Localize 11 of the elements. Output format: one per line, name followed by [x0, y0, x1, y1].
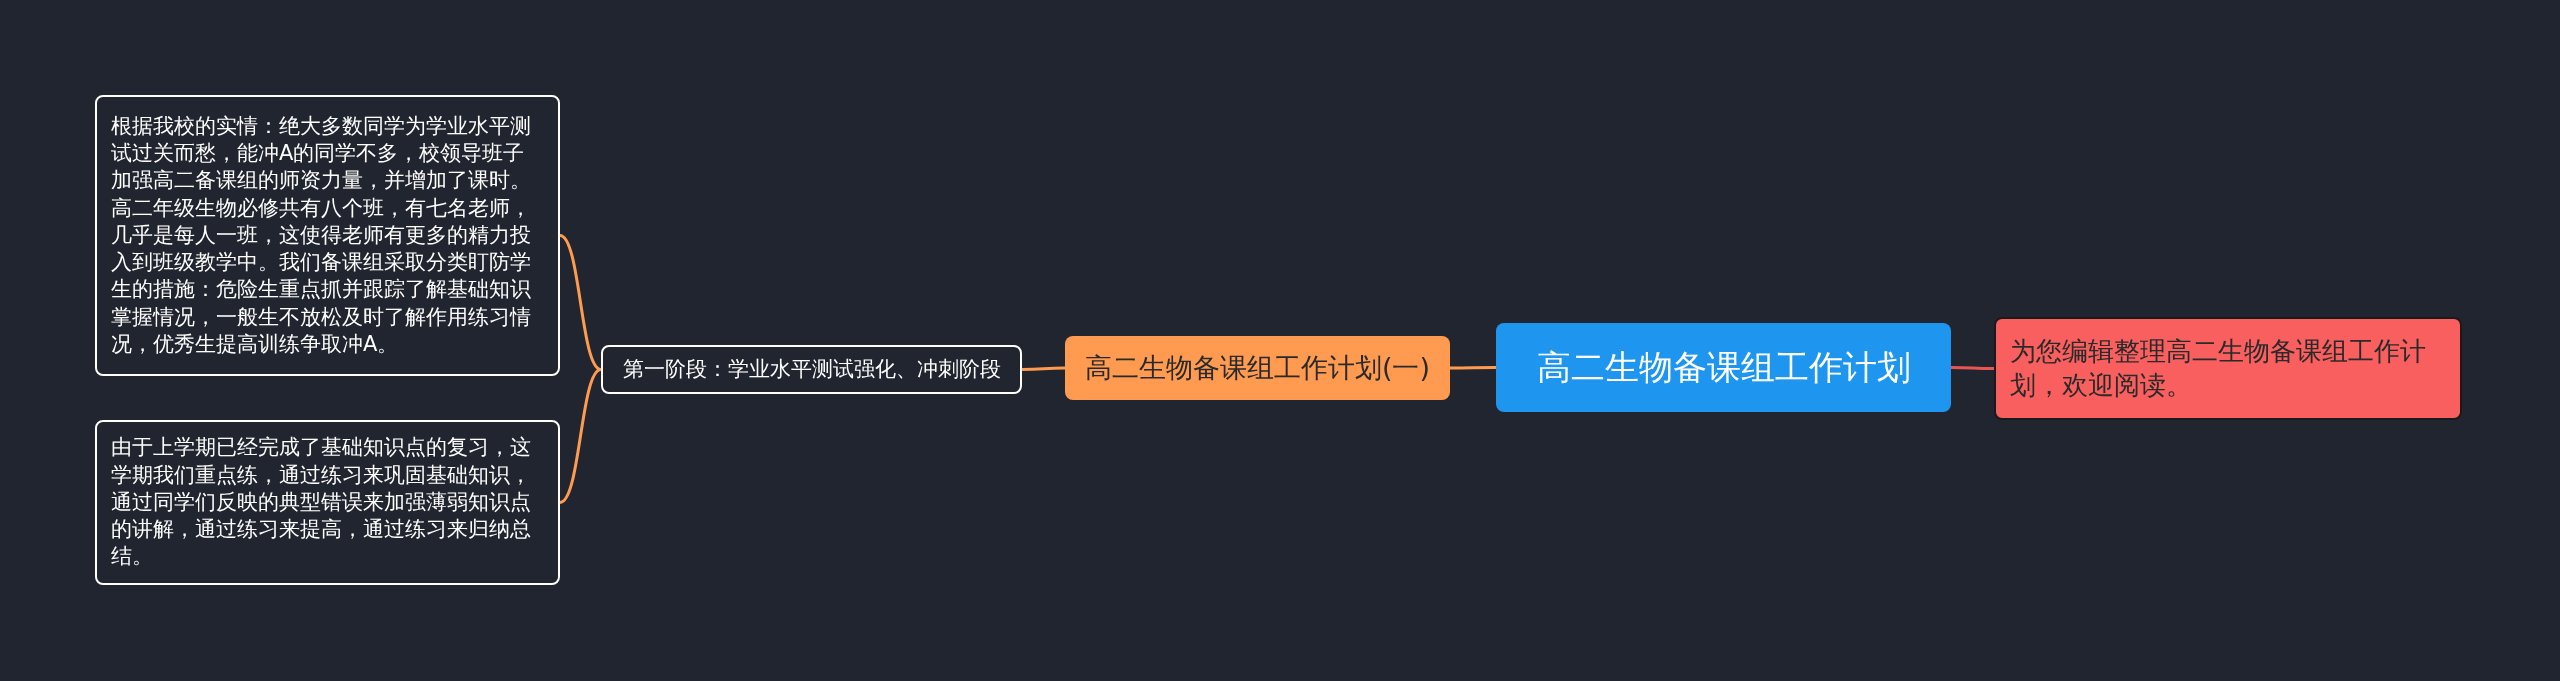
note-box: 为您编辑整理高二生物备课组工作计划，欢迎阅读。 — [1994, 317, 2462, 420]
subtopic-box: 第一阶段：学业水平测试强化、冲刺阶段 — [601, 345, 1022, 394]
note-box: 根据我校的实情：绝大多数同学为学业水平测试过关而愁，能冲A的同学不多，校领导班子加强高二备课组的师资力量，并增加了课时。高二年级生物必修共有八个班，有七名老师，几乎是每人一班，这使得老师有更多的精力投入到班级教学中。我们备课组采取分类盯防学生的措施：危险生重点抓并跟踪了解基础知识掌握情况，一般生不放松及时了解作用练习情况，优秀生提高训练争取冲A。 — [95, 95, 560, 376]
connector-line — [559, 234, 602, 371]
connector-line — [1022, 366, 1065, 371]
connector-line — [559, 368, 602, 504]
branch-box: 高二生物备课组工作计划(一) — [1065, 336, 1450, 400]
topic-box: 高二生物备课组工作计划 — [1496, 323, 1951, 412]
connector-line — [1951, 366, 1994, 370]
connector-line — [1450, 366, 1496, 370]
note-box: 由于上学期已经完成了基础知识点的复习，这学期我们重点练，通过练习来巩固基础知识，通过同学们反映的典型错误来加强薄弱知识点的讲解，通过练习来提高，通过练习来归纳总结。 — [95, 420, 560, 585]
